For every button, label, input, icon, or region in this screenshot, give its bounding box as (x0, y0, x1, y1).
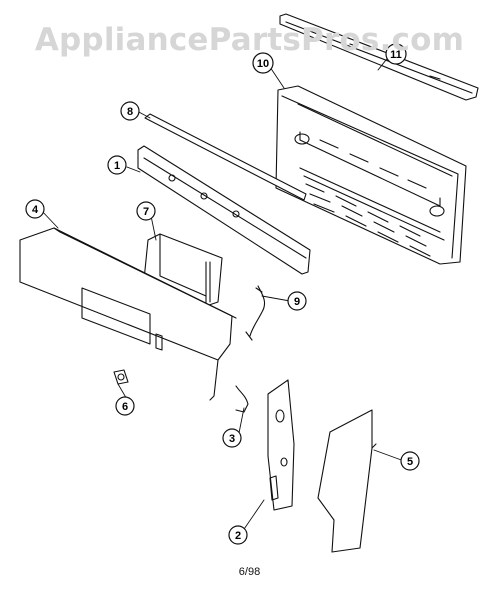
svg-text:6: 6 (122, 401, 128, 413)
part-4-control-panel (19, 227, 237, 401)
svg-text:3: 3 (229, 433, 235, 445)
svg-text:9: 9 (294, 296, 300, 308)
callout-3: 3 (222, 428, 242, 448)
date-code: 6/98 (238, 566, 261, 578)
callout-1: 1 (107, 155, 127, 175)
callout-9: 9 (287, 291, 307, 311)
callout-6: 6 (115, 396, 135, 416)
part-11-top-trim (279, 13, 479, 101)
part-2-side-bracket (267, 379, 295, 511)
svg-text:4: 4 (32, 204, 39, 216)
callouts: 1 2 3 4 5 6 7 8 (25, 43, 420, 545)
part-3-clip (235, 385, 249, 413)
part-6-knob (113, 369, 129, 385)
part-5-side-trim (317, 409, 377, 553)
callout-2: 2 (228, 525, 248, 545)
part-10-backguard (275, 85, 467, 265)
watermark-logo: AppliancePartsPros.com (34, 22, 465, 58)
svg-text:7: 7 (143, 206, 149, 218)
part-8-trim-strip (144, 113, 307, 201)
part-9-wire-harness (245, 285, 266, 341)
svg-text:11: 11 (390, 49, 402, 61)
callout-7: 7 (136, 201, 156, 221)
callout-11: 11 (385, 43, 407, 65)
callout-4: 4 (25, 199, 45, 219)
callout-10: 10 (252, 52, 274, 74)
svg-text:5: 5 (407, 456, 413, 468)
callout-5: 5 (400, 451, 420, 471)
svg-text:8: 8 (127, 106, 133, 118)
callout-8: 8 (120, 101, 140, 121)
svg-text:10: 10 (257, 58, 269, 70)
svg-text:1: 1 (114, 160, 120, 172)
part-1-panel-support (137, 145, 311, 275)
svg-text:2: 2 (235, 530, 241, 542)
